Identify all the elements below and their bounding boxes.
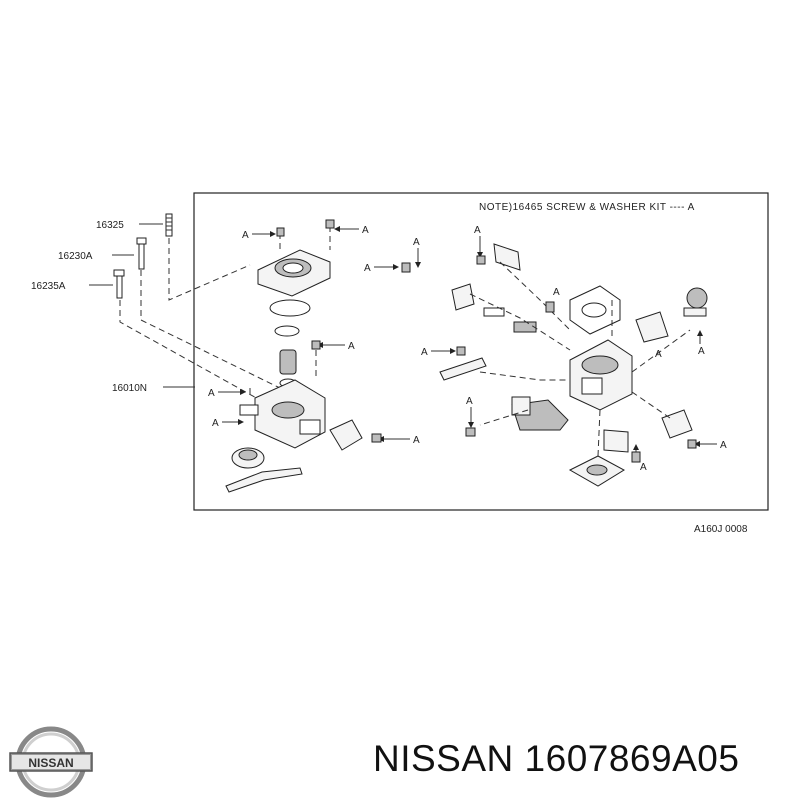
right-bracket	[439, 357, 487, 381]
svg-text:A: A	[698, 346, 705, 357]
svg-text:A: A	[474, 225, 481, 236]
svg-text:A: A	[421, 347, 428, 358]
left-hose	[225, 467, 303, 493]
diagram-ref-code: A160J 0008	[694, 524, 748, 535]
screw-16325	[165, 213, 173, 237]
svg-text:A: A	[362, 225, 369, 236]
part-label-16235A: 16235A	[31, 281, 66, 292]
nissan-logo-icon: NISSAN	[9, 726, 93, 798]
right-sensor-top	[683, 287, 708, 317]
part-label-16230A: 16230A	[58, 251, 93, 262]
bolt-16230A	[136, 237, 147, 270]
kit-note: NOTE)16465 SCREW & WASHER KIT ---- A	[479, 202, 695, 213]
right-link-lever	[451, 283, 475, 311]
left-gasket	[269, 299, 311, 317]
part-label-16325: 16325	[96, 220, 124, 231]
right-lever-plate	[635, 311, 669, 343]
svg-text:A: A	[242, 230, 249, 241]
part-number-title: NISSAN 1607869A05	[373, 738, 740, 779]
svg-text:A: A	[720, 440, 727, 451]
right-idle-actuator	[511, 396, 569, 431]
svg-text:A: A	[212, 418, 219, 429]
svg-text:A: A	[208, 388, 215, 399]
svg-text:A: A	[413, 435, 420, 446]
right-base-flange	[568, 455, 626, 487]
svg-text:A: A	[553, 287, 560, 298]
svg-text:A: A	[655, 349, 662, 360]
right-gasket-plate	[569, 285, 621, 335]
svg-text:A: A	[466, 396, 473, 407]
right-spring	[483, 307, 537, 333]
svg-text:A: A	[640, 462, 647, 473]
right-sensor-lower	[661, 409, 693, 439]
nissan-logo-text: NISSAN	[28, 756, 73, 770]
left-throttle-body	[239, 379, 326, 449]
left-diaphragm	[231, 447, 265, 469]
diagram-frame	[193, 192, 769, 511]
svg-text:A: A	[348, 341, 355, 352]
part-label-16010N: 16010N	[112, 383, 147, 394]
callout-a: A A A A A A	[208, 225, 420, 446]
left-throttle-top-flange	[257, 249, 331, 297]
right-throttle-body	[569, 339, 633, 411]
svg-text:A: A	[413, 237, 420, 248]
svg-text:A: A	[364, 263, 371, 274]
left-side-plate	[329, 419, 363, 451]
right-top-bracket	[493, 243, 521, 271]
bolt-16235A	[113, 269, 125, 299]
right-hose-fitting	[603, 429, 629, 453]
